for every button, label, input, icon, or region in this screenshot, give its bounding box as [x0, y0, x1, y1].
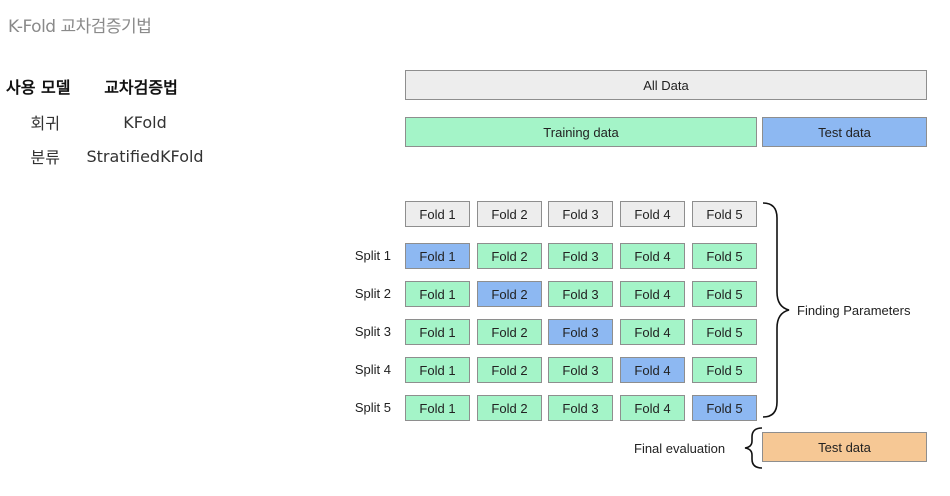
fold-header-box: Fold 1 — [405, 201, 470, 227]
train-fold-box: Fold 3 — [548, 281, 613, 307]
train-fold-box: Fold 2 — [477, 319, 542, 345]
train-fold-box: Fold 5 — [692, 243, 757, 269]
test-fold-box: Fold 4 — [620, 357, 685, 383]
all-data-box: All Data — [405, 70, 927, 100]
train-fold-box: Fold 4 — [620, 395, 685, 421]
train-fold-box: Fold 3 — [548, 395, 613, 421]
model-type-cell: 회귀 — [30, 114, 60, 133]
split-label: Split 4 — [354, 362, 391, 377]
train-fold-box: Fold 4 — [620, 281, 685, 307]
train-fold-box: Fold 3 — [548, 357, 613, 383]
test-fold-box: Fold 5 — [692, 395, 757, 421]
model-table-header-row: 사용 모델 교차검증법 — [4, 72, 210, 106]
page-title: K-Fold 교차검증기법 — [8, 17, 152, 37]
test-fold-box: Fold 3 — [548, 319, 613, 345]
test-fold-box: Fold 2 — [477, 281, 542, 307]
train-fold-box: Fold 5 — [692, 357, 757, 383]
fold-header-box: Fold 2 — [477, 201, 542, 227]
train-fold-box: Fold 4 — [620, 319, 685, 345]
train-fold-box: Fold 1 — [405, 357, 470, 383]
train-fold-box: Fold 1 — [405, 281, 470, 307]
train-fold-box: Fold 3 — [548, 243, 613, 269]
test-data-box: Test data — [762, 117, 927, 147]
finding-parameters-brace — [762, 202, 790, 418]
test-fold-box: Fold 1 — [405, 243, 470, 269]
fold-header-box: Fold 5 — [692, 201, 757, 227]
model-table-row: 회귀 KFold — [4, 106, 210, 140]
fold-header-box: Fold 4 — [620, 201, 685, 227]
training-data-box: Training data — [405, 117, 757, 147]
cv-method-cell: KFold — [123, 112, 167, 132]
final-test-data-box: Test data — [762, 432, 927, 462]
finding-parameters-label: Finding Parameters — [797, 303, 911, 318]
split-label: Split 1 — [354, 248, 391, 263]
fold-header-box: Fold 3 — [548, 201, 613, 227]
model-table: 사용 모델 교차검증법 회귀 KFold 분류 StratifiedKFold — [4, 72, 210, 174]
train-fold-box: Fold 1 — [405, 319, 470, 345]
model-type-cell: 분류 — [30, 148, 60, 167]
train-fold-box: Fold 4 — [620, 243, 685, 269]
final-evaluation-brace — [744, 427, 763, 469]
train-fold-box: Fold 5 — [692, 319, 757, 345]
model-table-row: 분류 StratifiedKFold — [4, 140, 210, 174]
train-fold-box: Fold 5 — [692, 281, 757, 307]
train-fold-box: Fold 2 — [477, 395, 542, 421]
split-label: Split 3 — [354, 324, 391, 339]
split-label: Split 2 — [354, 286, 391, 301]
split-label: Split 5 — [354, 400, 391, 415]
model-table-header: 교차검증법 — [104, 78, 178, 97]
train-fold-box: Fold 1 — [405, 395, 470, 421]
model-table-header: 사용 모델 — [6, 78, 71, 97]
cv-method-cell: StratifiedKFold — [86, 146, 204, 166]
final-evaluation-label: Final evaluation — [634, 441, 726, 456]
train-fold-box: Fold 2 — [477, 357, 542, 383]
train-fold-box: Fold 2 — [477, 243, 542, 269]
